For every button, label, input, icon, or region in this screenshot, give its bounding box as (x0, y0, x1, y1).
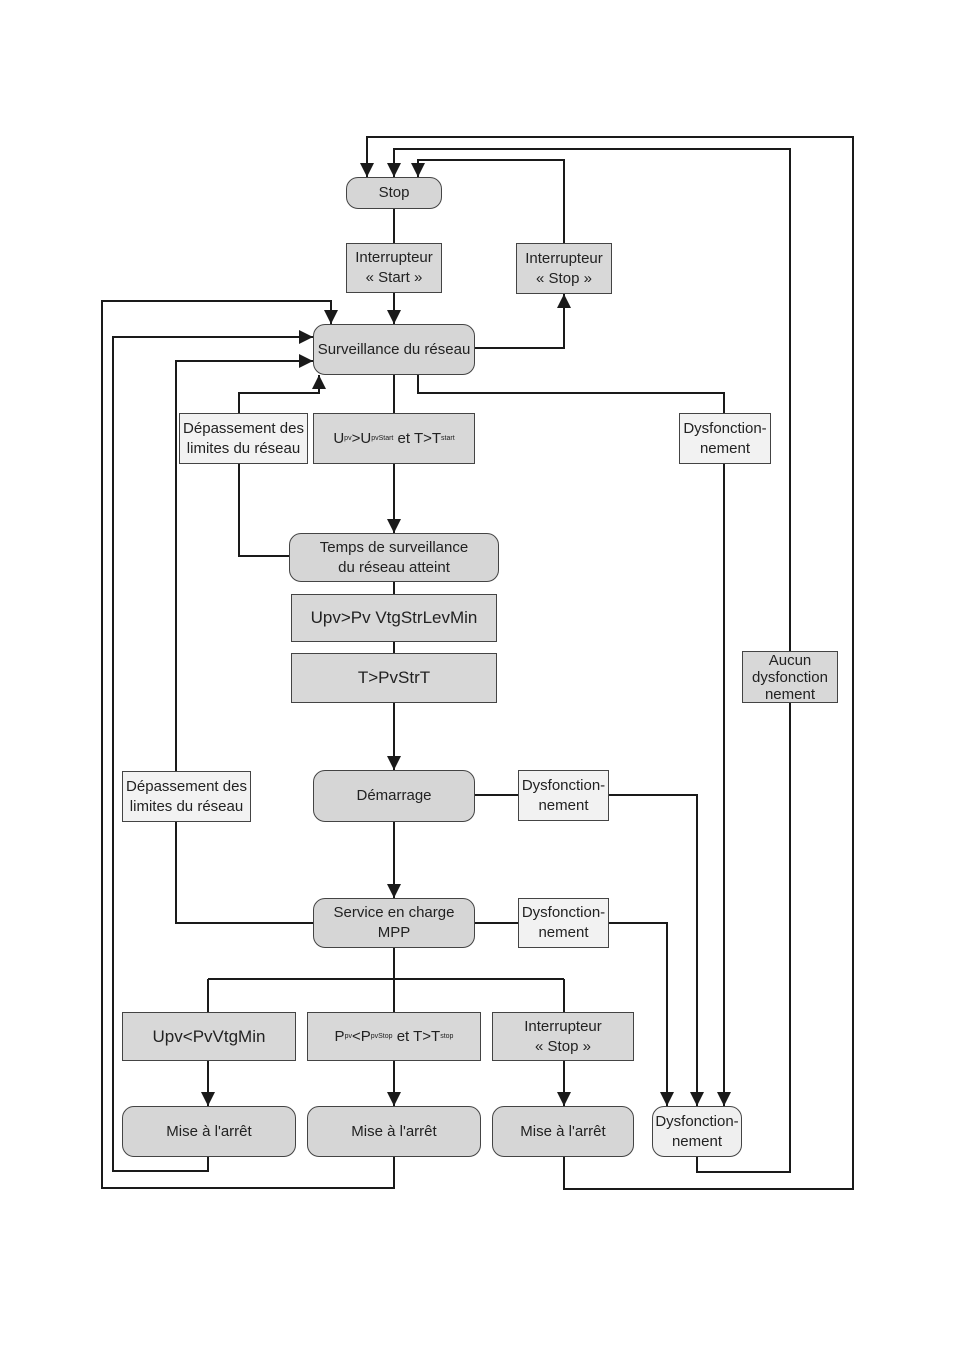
ppv-stop-sub3: stop (440, 1032, 454, 1040)
state-mpp-operation: Service en charge MPP (313, 898, 475, 948)
wire-no-malfunction-to-stop (387, 148, 791, 651)
wire-malfunction-mpp-to-state (609, 922, 674, 1106)
condition-no-malfunction: Aucun dysfonction nement (742, 651, 838, 703)
wire-mpp-to-grid-limits (175, 822, 313, 924)
wire-monitoring-to-stop-switch (475, 294, 571, 349)
condition-grid-limits-bottom: Dépassement des limites du réseau (122, 771, 251, 822)
condition-upv-vtgmin: Upv<PvVtgMin (122, 1012, 296, 1061)
wire-shutdown3-to-stop (360, 136, 854, 1190)
wire-grid-limits-to-monitoring (238, 375, 326, 413)
wire-malfunction-startup-to-state (609, 794, 704, 1106)
condition-malfunction-startup: Dysfonction- nement (518, 770, 609, 821)
condition-malfunction-mpp: Dysfonction- nement (518, 898, 609, 948)
state-shutdown-3: Mise à l'arrêt (492, 1106, 634, 1157)
wire-monitoring-to-malfunction (417, 375, 725, 413)
state-malfunction: Dysfonction- nement (652, 1106, 742, 1157)
state-grid-monitoring: Surveillance du réseau (313, 324, 475, 375)
condition-malfunction-top: Dysfonction- nement (679, 413, 771, 464)
upv-start-op1: > (351, 429, 361, 447)
ppv-stop-sub2: pvStop (370, 1032, 393, 1040)
ppv-stop-sub1: pv (344, 1032, 352, 1040)
condition-grid-limits-top: Dépassement des limites du réseau (179, 413, 308, 464)
upv-start-sub1: pv (344, 434, 352, 442)
wire-malfunction-to-no-malfunction (696, 703, 791, 1173)
state-shutdown-1: Mise à l'arrêt (122, 1106, 296, 1157)
wire-grid-limits-to-monitoring-bottom (175, 354, 313, 771)
ppv-stop-p1: P (334, 1027, 345, 1045)
condition-upv-min-level: Upv>Pv VtgStrLevMin (291, 594, 497, 642)
state-monitoring-time-reached: Temps de surveillance du réseau atteint (289, 533, 499, 582)
wire-monitoring-time-to-grid-limits (238, 464, 289, 557)
condition-stop-switch-bottom: Interrupteur « Stop » (492, 1012, 634, 1061)
upv-start-sub3: start (441, 434, 455, 442)
wire-shutdown2-to-monitoring (101, 300, 395, 1189)
upv-start-u1: U (333, 429, 345, 447)
condition-start-switch: Interrupteur « Start » (346, 243, 442, 293)
state-shutdown-2: Mise à l'arrêt (307, 1106, 481, 1157)
condition-t-start: T>PvStrT (291, 653, 497, 703)
upv-start-sub2: pvStart (371, 434, 394, 442)
state-stop: Stop (346, 177, 442, 209)
ppv-stop-p2: P (360, 1027, 371, 1045)
state-startup: Démarrage (313, 770, 475, 822)
upv-start-u2: U (360, 429, 372, 447)
wire-stop-switch-to-stop (411, 159, 565, 243)
wire-shutdown1-to-monitoring (112, 330, 313, 1172)
ppv-stop-mid: et T>T (392, 1027, 441, 1045)
upv-start-mid: et T>T (393, 429, 442, 447)
condition-stop-switch-top: Interrupteur « Stop » (516, 243, 612, 294)
ppv-stop-op1: < (351, 1027, 361, 1045)
